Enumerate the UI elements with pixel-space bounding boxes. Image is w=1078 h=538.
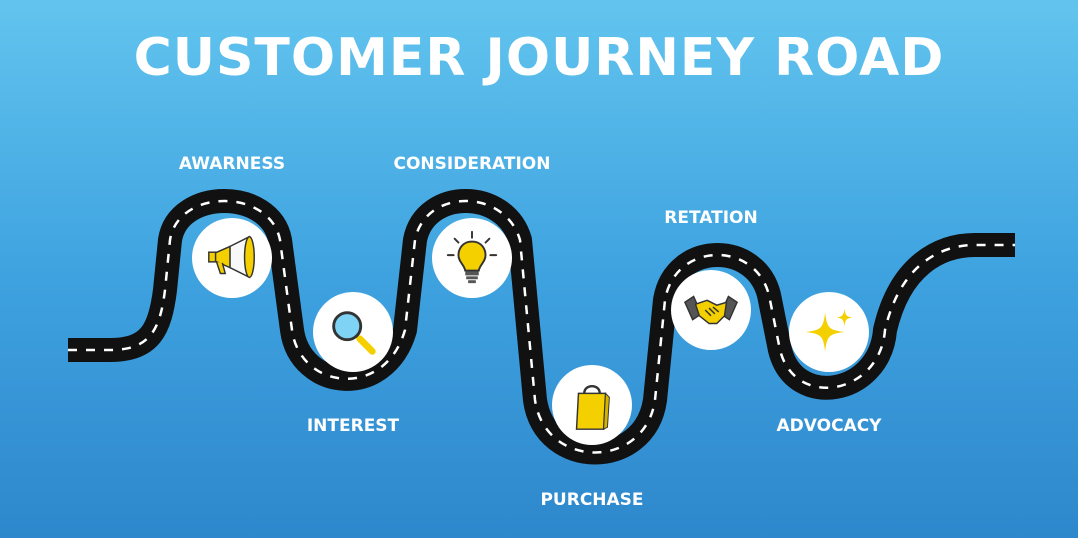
road-center-line (68, 199, 1015, 454)
stage-label-retation: RETATION (664, 208, 758, 228)
stage-label-purchase: PURCHASE (540, 490, 644, 510)
consideration-icon-circle (432, 218, 512, 298)
megaphone-icon (208, 235, 255, 279)
stage-label-interest: INTEREST (306, 416, 400, 436)
handshake-icon (683, 295, 739, 325)
sparkle-icon (805, 308, 853, 352)
lightbulb-icon (446, 230, 498, 284)
awareness-icon-circle (192, 218, 272, 298)
retation-icon-circle (671, 270, 751, 350)
interest-icon-circle (313, 292, 393, 372)
shopping-bag-icon (575, 384, 610, 430)
stage-label-awareness: AWARNESS (178, 154, 286, 174)
stage-label-consideration: CONSIDERATION (393, 154, 551, 174)
stage-label-advocacy: ADVOCACY (776, 416, 882, 436)
advocacy-icon-circle (789, 292, 869, 372)
magnifier-icon (332, 311, 376, 355)
purchase-icon-circle (552, 365, 632, 445)
page-title: CUSTOMER JOURNEY ROAD (133, 28, 945, 88)
